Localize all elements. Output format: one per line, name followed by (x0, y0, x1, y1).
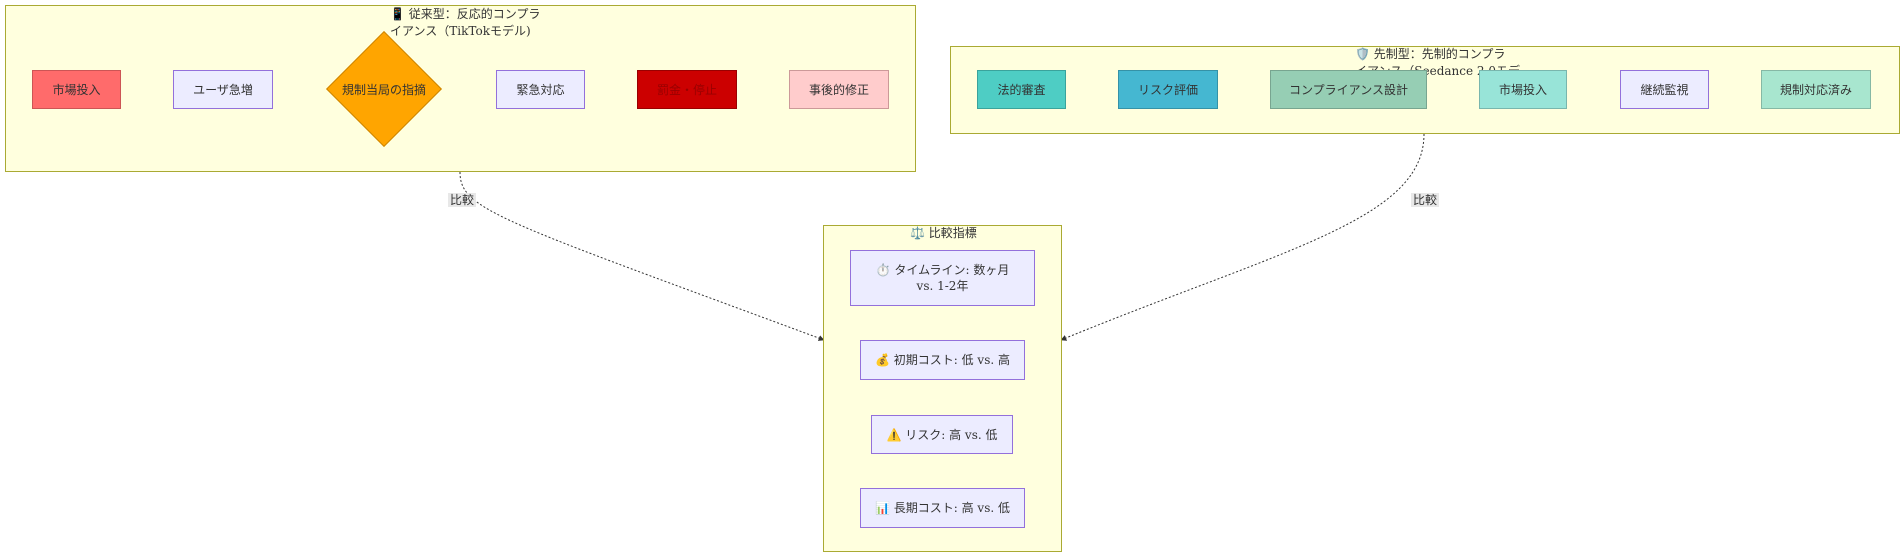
proactive-title-line1: 🛡️ 先制型：先制的コンプラ (1355, 47, 1506, 61)
metric-timeline-line2: vs. 1-2年 (916, 279, 969, 293)
metric-risk-label: ⚠️ リスク: 高 vs. 低 (886, 427, 998, 442)
metric-long-cost: 📊 長期コスト: 高 vs. 低 (860, 488, 1025, 528)
node-design-label: コンプライアンス設計 (1289, 82, 1408, 97)
node-done-label: 規制対応済み (1779, 82, 1852, 97)
node-suspend-label: 罰金・停止 (656, 82, 717, 97)
node-market-proactive: 市場投入 (1479, 70, 1567, 109)
metric-initial-cost-label: 💰 初期コスト: 低 vs. 高 (875, 353, 1010, 367)
node-fix-label: 事後的修正 (808, 82, 869, 97)
node-legal-label: 法的審査 (997, 82, 1046, 97)
metric-timeline: ⏱️ タイムライン: 数ヶ月 vs. 1-2年 (850, 250, 1035, 306)
comparison-cluster-title: ⚖️ 比較指標 (910, 226, 977, 240)
metric-long-cost-label: 📊 長期コスト: 高 vs. 低 (875, 501, 1010, 515)
node-market-reactive-label: 市場投入 (52, 82, 101, 97)
node-monitor: 継続監視 (1620, 70, 1709, 109)
edge-label-left: 比較 (448, 193, 477, 207)
metric-risk: ⚠️ リスク: 高 vs. 低 (871, 415, 1013, 454)
node-users-label: ユーザ急増 (193, 82, 253, 97)
edge-proactive-comparison (1060, 133, 1425, 341)
node-suspend: 罰金・停止 (637, 70, 737, 109)
node-market-proactive-label: 市場投入 (1498, 82, 1547, 97)
node-design: コンプライアンス設計 (1270, 70, 1427, 109)
node-emergency-label: 緊急対応 (516, 82, 565, 97)
node-emergency: 緊急対応 (496, 70, 585, 109)
node-done: 規制対応済み (1761, 70, 1871, 109)
edge-reactive-comparison (459, 171, 825, 341)
reactive-cluster-title: 📱 従来型：反応的コンプラ イアンス（TikTokモデル) (390, 6, 540, 40)
node-market-reactive: 市場投入 (32, 70, 121, 109)
node-monitor-label: 継続監視 (1640, 82, 1689, 97)
node-users: ユーザ急増 (173, 70, 273, 109)
node-fix: 事後的修正 (789, 70, 889, 109)
node-legal: 法的審査 (977, 70, 1066, 109)
reactive-title-line1: 📱 従来型：反応的コンプラ (390, 7, 541, 21)
node-risk: リスク評価 (1118, 70, 1218, 109)
node-risk-label: リスク評価 (1137, 82, 1198, 97)
reactive-title-line2: イアンス（TikTokモデル) (390, 24, 531, 38)
edge-label-right: 比較 (1411, 193, 1440, 207)
node-regulator-label: 規制当局の指摘 (341, 83, 426, 97)
metric-initial-cost: 💰 初期コスト: 低 vs. 高 (860, 340, 1025, 380)
metric-timeline-line1: ⏱️ タイムライン: 数ヶ月 (875, 263, 1010, 277)
proactive-cluster-title: 🛡️ 先制型：先制的コンプラ イアンス（Seedance 2.0モデ (1355, 46, 1520, 80)
reactive-cluster (5, 5, 916, 172)
